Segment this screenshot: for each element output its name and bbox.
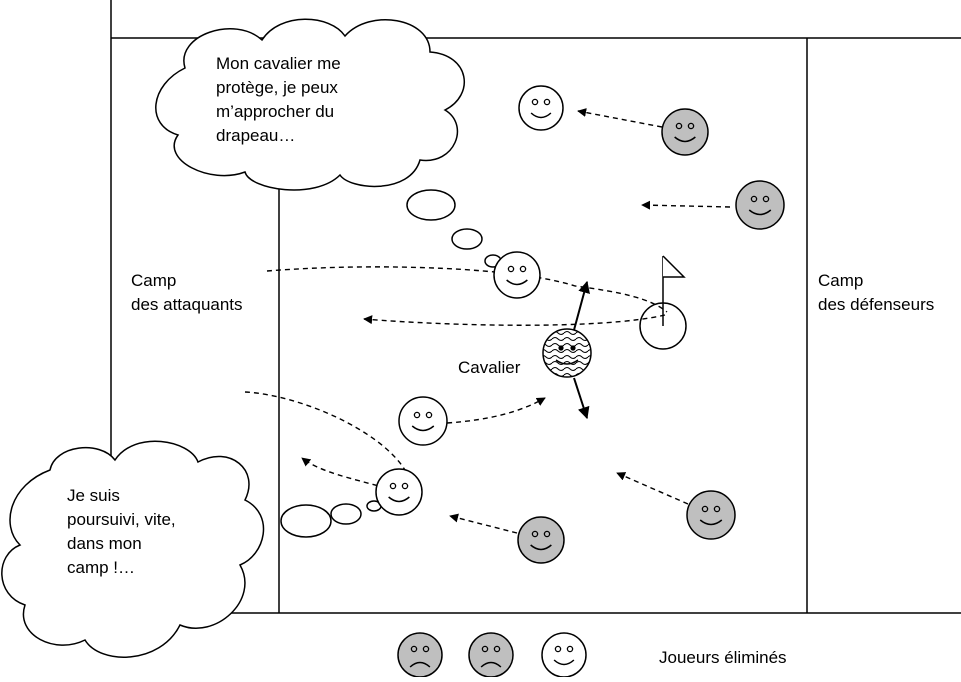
attacker-player-2 [493,251,541,299]
thought-dot-bottom-1 [280,504,332,538]
thought-bottom-line3: dans mon [67,534,142,553]
thought-top-line1: Mon cavalier me [216,54,341,73]
defender-player-2 [735,180,785,230]
defender-player-1 [661,108,709,156]
arrow-chased-escape [301,457,387,489]
thought-cloud-top [155,18,502,268]
attacker-player-1 [518,85,564,131]
thought-dot-bottom-2 [330,503,362,525]
cavalier-player [542,328,592,378]
flag-pennant [662,255,686,278]
arrow-defender-3 [449,513,518,534]
thought-dot-top-1 [406,189,456,221]
thought-top-line3: m’approcher du [216,102,335,121]
thought-cloud-bottom [1,440,382,658]
players [375,85,785,678]
defenders-camp-label: Camp des défenseurs [818,269,934,317]
cavalier-label: Cavalier [458,358,521,377]
eliminated-player-1 [397,632,443,678]
eliminated-player-2 [468,632,514,678]
thought-bottom-line2: poursuivi, vite, [67,510,176,529]
defenders-camp-label-line2: des défenseurs [818,295,935,314]
attacker-player-3 [398,396,448,446]
defenders-camp-label-line1: Camp [818,271,864,290]
attackers-camp-label-line2: des attaquants [131,295,243,314]
eliminated-players-label: Joueurs éliminés [659,648,787,667]
eliminated-player-3 [541,632,587,678]
attacker-player-chased [375,468,423,516]
thought-top-line4: drapeau… [216,126,296,145]
thought-bottom-line4: camp !… [67,558,136,577]
defender-player-4 [686,490,736,540]
thought-top-line2: protège, je peux [216,78,338,97]
movement-arrows [244,108,731,534]
arrow-attacker-to-cavalier [446,397,546,424]
flag [639,255,687,350]
thought-bottom-line1: Je suis [67,486,120,505]
thought-text-top: Mon cavalier me protège, je peux m’appro… [216,52,341,148]
arrow-defender-4 [616,472,689,505]
thought-dot-top-2 [451,228,483,250]
arrow-defender-1 [577,108,663,128]
arrow-path-to-flag [266,266,668,313]
defender-player-3 [517,516,565,564]
arrow-chased-path [244,391,406,471]
thought-text-bottom: Je suis poursuivi, vite, dans mon camp !… [67,484,176,580]
arrow-defender-2 [641,200,731,210]
attackers-camp-label-line1: Camp [131,271,177,290]
cavalier-arrows [573,280,590,420]
attackers-camp-label: Camp des attaquants [131,269,243,317]
arrow-return-path [363,314,666,326]
